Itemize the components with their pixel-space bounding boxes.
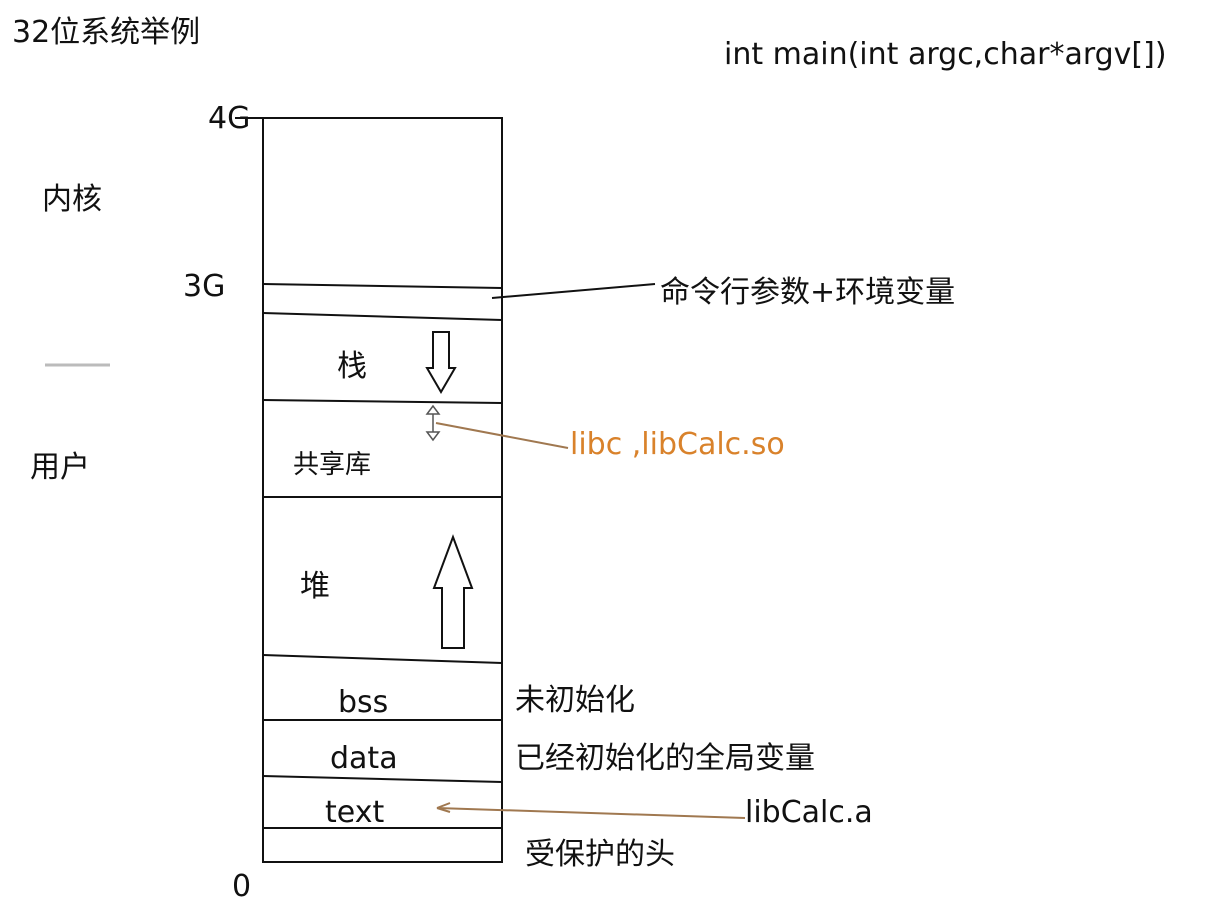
main-signature: int main(int argc,char*argv[]) <box>724 37 1167 72</box>
segment-data: data <box>330 741 398 776</box>
annotation-args-env: 命令行参数+环境变量 <box>660 275 956 310</box>
divider-data <box>262 775 503 783</box>
divider-stack <box>262 399 503 404</box>
annotation-data: 已经初始化的全局变量 <box>515 741 815 776</box>
static-lib-leader-line <box>436 807 746 819</box>
segment-heap: 堆 <box>300 569 330 604</box>
divider-heap <box>262 654 503 664</box>
args-leader-line <box>491 283 656 299</box>
annotation-bss: 未初始化 <box>515 683 635 718</box>
label-4g: 4G <box>208 101 251 136</box>
label-3g: 3G <box>183 269 226 304</box>
memory-box <box>262 117 503 863</box>
segment-shared-lib: 共享库 <box>293 450 372 480</box>
annotation-static-lib: libCalc.a <box>745 795 873 830</box>
segment-bss: bss <box>338 685 389 720</box>
stack-down-arrow-icon <box>425 331 457 394</box>
double-arrow-icon <box>425 404 441 442</box>
static-lib-arrow-icon <box>436 802 451 813</box>
segment-stack: 栈 <box>337 349 367 384</box>
annotation-protected-header: 受保护的头 <box>525 837 675 872</box>
region-user: 用户 <box>30 450 90 485</box>
annotation-shared-libs: libc ,libCalc.so <box>570 427 785 462</box>
shared-lib-leader-line <box>435 422 569 449</box>
heap-up-arrow-icon <box>432 534 474 649</box>
segment-text: text <box>325 795 385 830</box>
region-kernel: 内核 <box>42 182 102 217</box>
divider-3g <box>262 283 503 289</box>
diagram-title: 32位系统举例 <box>12 15 201 50</box>
label-0: 0 <box>232 869 252 904</box>
divider-args <box>262 312 503 321</box>
